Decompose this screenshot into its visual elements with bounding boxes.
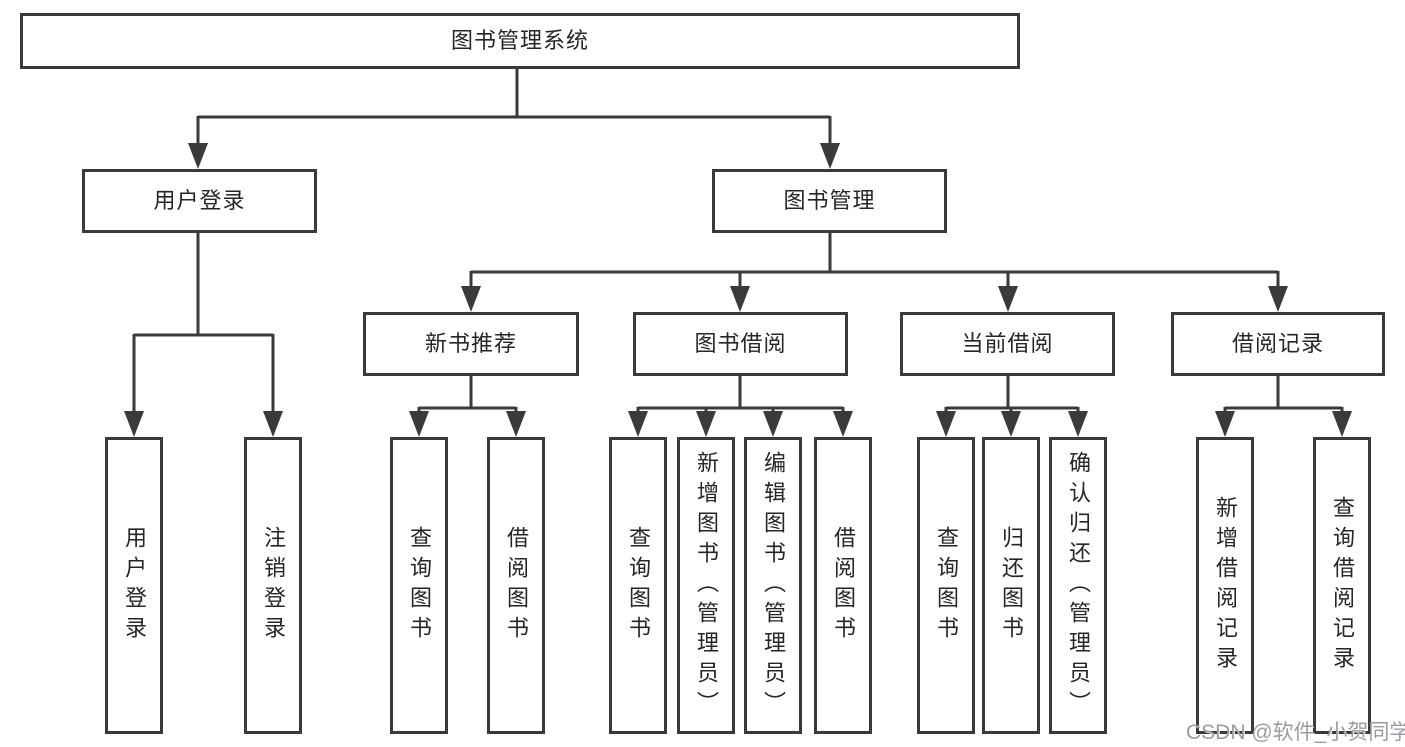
node-borrow-record: 借阅记录 (1171, 312, 1385, 376)
leaf-label: 借阅图书 (831, 525, 856, 646)
leaf-confirm-return-admin: 确认归还（管理员） (1049, 437, 1107, 734)
leaf-label: 确认归还（管理员） (1066, 450, 1091, 721)
node-new-book-recommend: 新书推荐 (363, 312, 579, 376)
edge-book-mgmt-to-level3 (461, 233, 1288, 312)
node-book-borrow: 图书借阅 (633, 312, 848, 376)
edge-current-to-leaves (936, 376, 1088, 437)
edge-new-book-to-leaves (409, 376, 526, 437)
leaf-label: 用户登录 (122, 525, 147, 646)
leaf-query-borrow-record: 查询借阅记录 (1313, 437, 1371, 734)
csdn-watermark: CSDN @软件_小贺同学 (1186, 721, 1405, 744)
edge-record-to-leaves (1215, 376, 1352, 437)
leaf-edit-book-admin: 编辑图书（管理员） (744, 437, 802, 734)
leaf-label: 查询借阅记录 (1330, 495, 1355, 676)
leaf-add-book-admin: 新增图书（管理员） (677, 437, 735, 734)
leaf-borrow-book: 借阅图书 (814, 437, 872, 734)
leaf-label: 注销登录 (261, 525, 286, 646)
node-root-system: 图书管理系统 (20, 13, 1020, 69)
node-user-login: 用户登录 (82, 169, 317, 233)
leaf-label: 编辑图书（管理员） (761, 450, 786, 721)
leaf-borrow-book-recommend: 借阅图书 (487, 437, 545, 734)
leaf-return-book: 归还图书 (982, 437, 1040, 734)
edge-user-login-to-leaves (124, 233, 283, 437)
node-book-management: 图书管理 (712, 169, 947, 233)
node-current-borrow: 当前借阅 (900, 312, 1115, 376)
leaf-query-book-current: 查询图书 (917, 437, 975, 734)
leaf-user-login: 用户登录 (105, 437, 163, 734)
leaf-label: 查询图书 (934, 525, 959, 646)
leaf-label: 查询图书 (407, 525, 432, 646)
leaf-label: 借阅图书 (504, 525, 529, 646)
leaf-label: 查询图书 (626, 525, 651, 646)
edge-borrow-to-leaves (628, 376, 853, 437)
leaf-label: 新增图书（管理员） (694, 450, 719, 721)
leaf-logout: 注销登录 (244, 437, 302, 734)
leaf-query-book-recommend: 查询图书 (390, 437, 448, 734)
edge-root-to-level2 (188, 69, 840, 169)
leaf-add-borrow-record: 新增借阅记录 (1196, 437, 1254, 734)
leaf-label: 归还图书 (999, 525, 1024, 646)
leaf-label: 新增借阅记录 (1213, 495, 1238, 676)
leaf-query-book-borrow: 查询图书 (609, 437, 667, 734)
